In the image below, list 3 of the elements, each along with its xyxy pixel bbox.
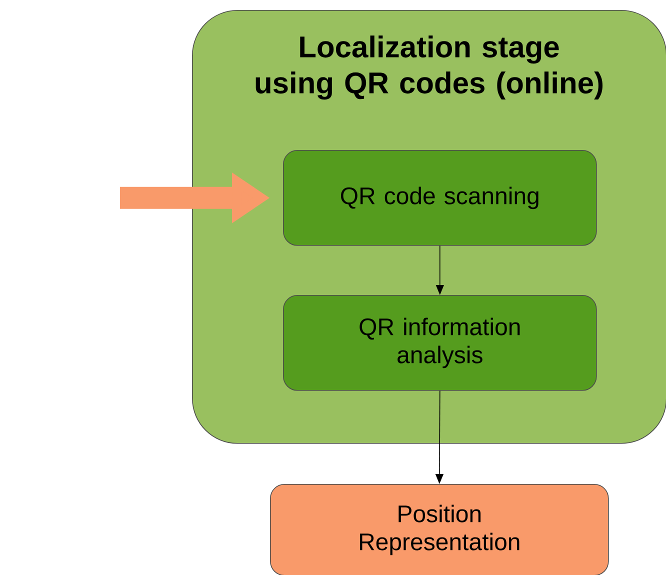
process-box: QR information analysis [283,295,597,391]
output-box: Position Representation [270,484,609,575]
process-box: QR code scanning [283,150,597,246]
